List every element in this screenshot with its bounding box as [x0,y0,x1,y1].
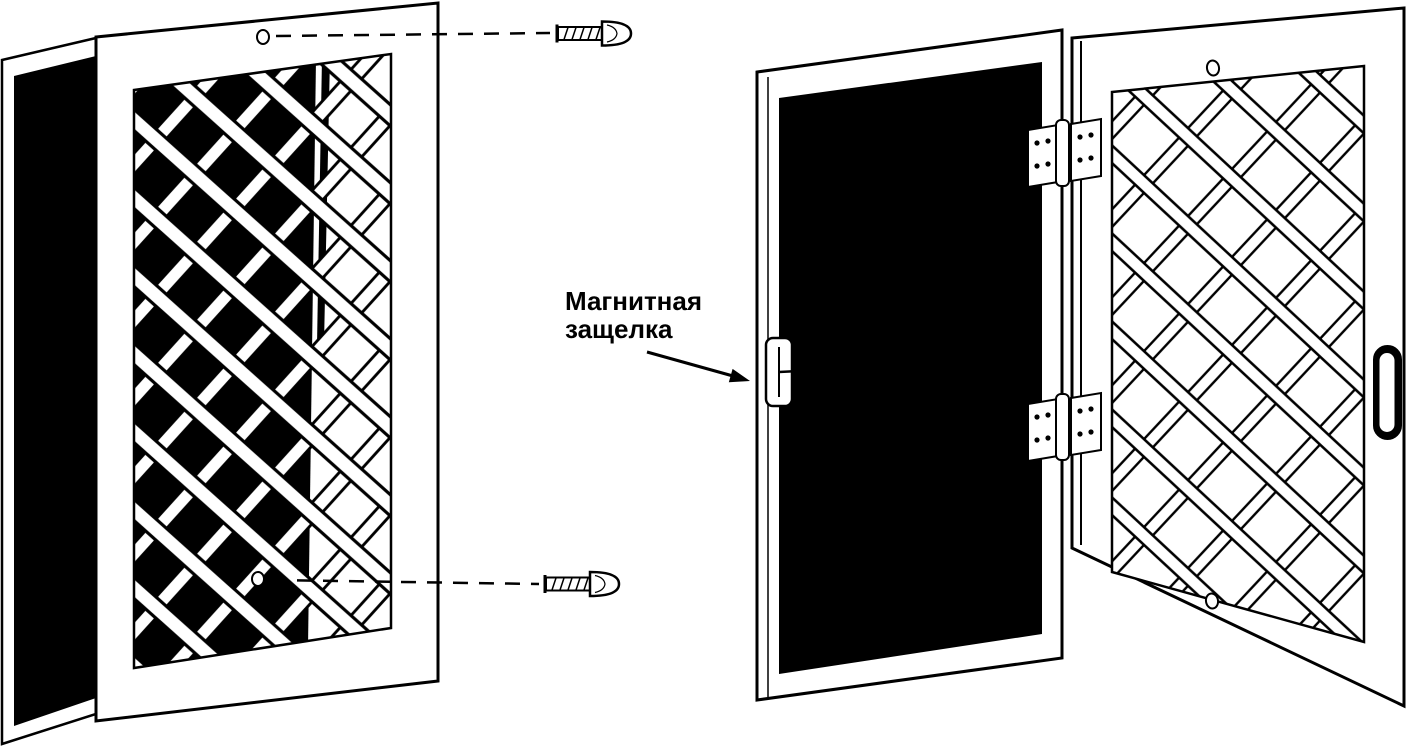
magnetic-latch-label-line1: Магнитная [565,286,702,316]
wall-frame [755,28,1064,702]
door-screw-hole-top [1205,59,1221,77]
door-handle [1373,345,1402,440]
latch-arrow-shaft [646,350,734,378]
back-panel-opening [14,56,96,726]
closed-lattice-door [94,1,440,723]
lattice-border-closed [132,52,393,670]
dashed-leader-top [275,31,551,38]
screw-hole-bottom [251,571,265,587]
frame-opening [779,62,1042,674]
left-view-closed-door [0,1,633,746]
screw-hole-top [256,29,270,45]
lattice-border-open [1110,64,1366,644]
magnetic-latch [764,336,800,408]
lattice-panel-closed [134,54,391,668]
magnetic-latch-label-line2: защелка [565,314,673,344]
dashed-leader-bottom [270,578,540,586]
mounting-screw-bottom [543,570,621,598]
magnetic-latch-callout: Магнитная защелка [565,286,750,383]
hinge-top [1027,118,1102,188]
hinge-bottom [1027,392,1102,462]
latch-arrow-head [728,368,750,383]
right-view-open-door [755,6,1406,709]
door-screw-hole-bottom [1204,592,1220,610]
lattice-panel-open [1112,66,1364,642]
latch-plate [778,369,800,374]
open-lattice-door [1070,6,1406,709]
back-panel [0,36,98,746]
mounting-screw-top [555,20,633,47]
